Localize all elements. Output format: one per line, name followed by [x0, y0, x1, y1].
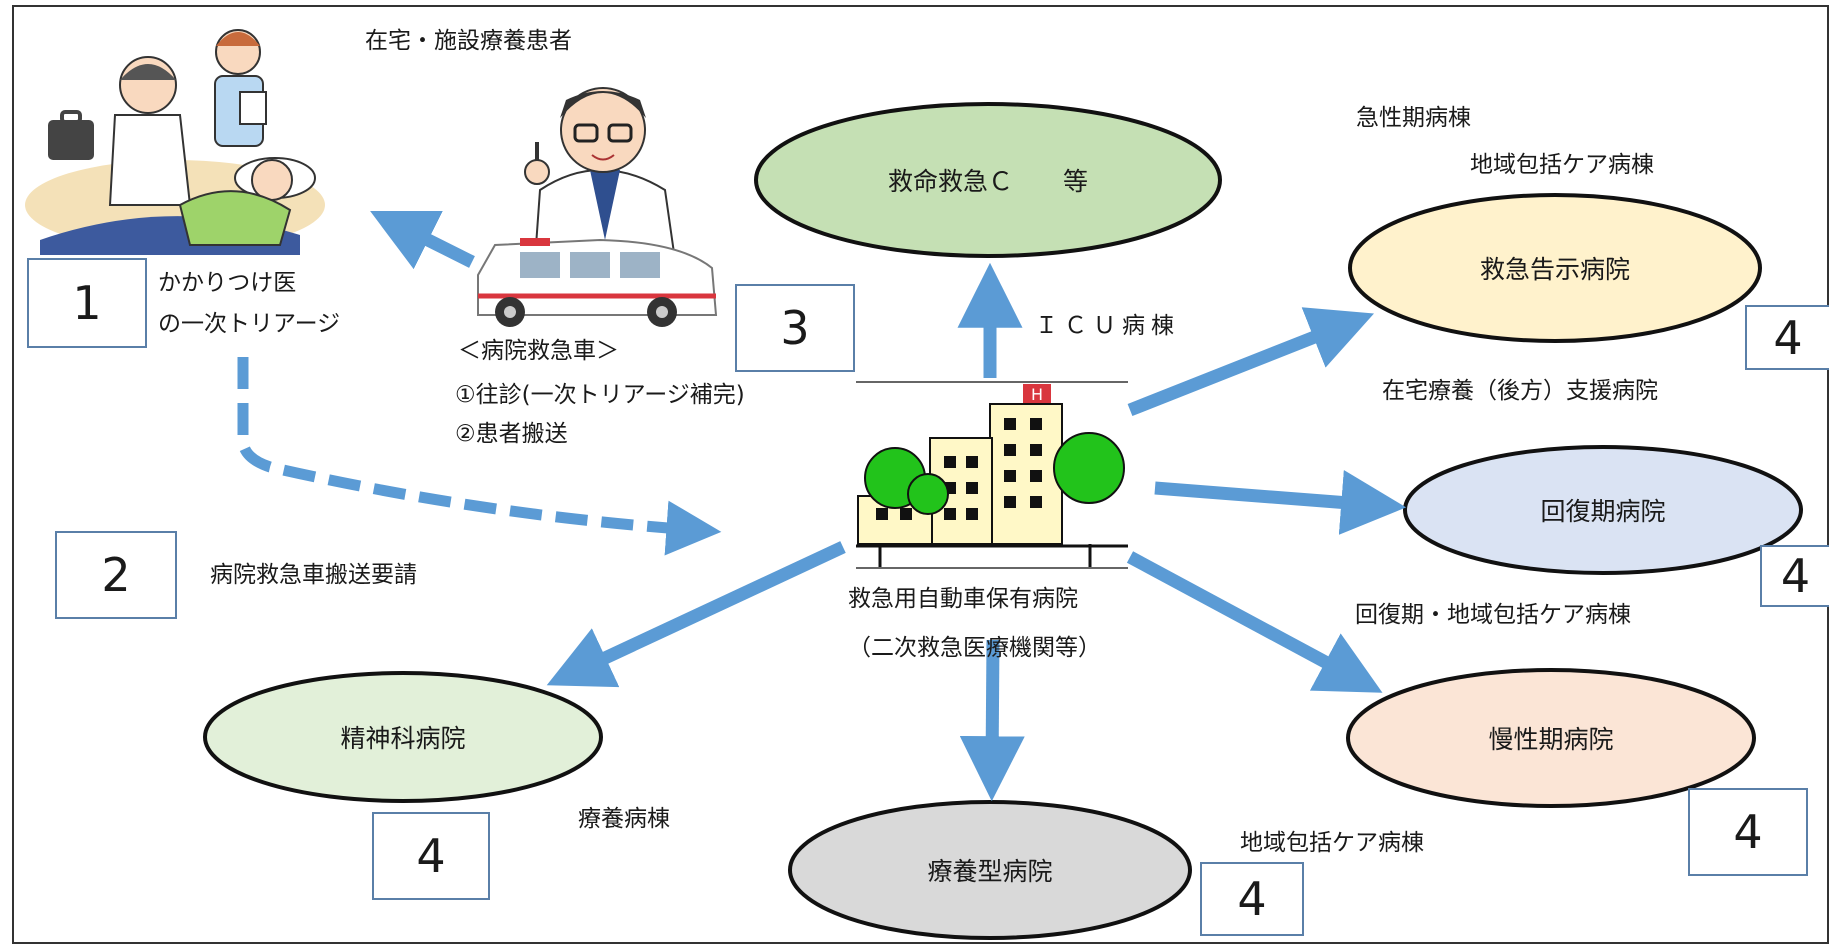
arrow-to-chronic-hospital	[1126, 551, 1383, 693]
hub-label-line1: 救急用自動車保有病院	[848, 586, 1078, 612]
arrow-to-psychiatric-hospital	[546, 541, 846, 688]
chronic-hospital-label: 慢性期病院	[1488, 725, 1614, 754]
care-hospital-label: 療養型病院	[927, 857, 1053, 886]
doctor-home-visit-illustration	[25, 29, 325, 255]
dashed-arrow-request	[237, 357, 722, 556]
step-2-text: 病院救急車搬送要請	[210, 562, 417, 588]
community-care-ward-label-bottom: 地域包括ケア病棟	[1240, 830, 1424, 856]
home-care-support-label: 在宅療養（後方）支援病院	[1382, 378, 1658, 404]
step-4-box-recovery: 4	[1760, 545, 1829, 607]
arrow-to-notified-hospital	[1127, 307, 1375, 417]
chronic-hospital-node	[1346, 668, 1756, 808]
patients-label: 在宅・施設療養患者	[365, 28, 572, 54]
emergency-center-node	[754, 102, 1222, 258]
acute-ward-label: 急性期病棟	[1356, 105, 1471, 131]
arrow-to-recovery-hospital	[1154, 469, 1407, 535]
hospital-building-icon: H	[856, 381, 1128, 569]
ambulance-item-2: ②患者搬送	[455, 421, 568, 447]
hub-label-line2: （二次救急医療機関等）	[848, 635, 1101, 661]
step-1-text-line1: かかりつけ医	[158, 270, 297, 296]
notified-hospital-label: 救急告示病院	[1479, 255, 1631, 284]
step-2-box: 2	[55, 531, 177, 619]
care-hospital-node	[788, 800, 1192, 940]
step-4-box-care: 4	[1200, 862, 1304, 936]
recovery-hospital-label: 回復期病院	[1540, 497, 1666, 526]
psychiatric-hospital-node	[203, 671, 603, 803]
community-care-ward-label-top: 地域包括ケア病棟	[1470, 152, 1654, 178]
ambulance-icon	[477, 238, 718, 327]
step-4-box-psychiatric: 4	[372, 812, 490, 900]
step-4-box-chronic: 4	[1688, 788, 1808, 876]
emergency-center-label: 救命救急Ｃ 等	[887, 167, 1089, 196]
care-ward-label: 療養病棟	[578, 806, 670, 832]
step-3-box: 3	[735, 284, 855, 372]
notified-hospital-node	[1348, 193, 1762, 343]
step-1-box: 1	[27, 258, 147, 348]
ambulance-title: ＜病院救急車＞	[458, 338, 619, 364]
arrow-to-care-hospital	[959, 639, 1025, 802]
step-1-text-line2: の一次トリアージ	[158, 311, 341, 337]
psychiatric-hospital-label: 精神科病院	[340, 724, 466, 753]
step-4-box-notified: 4	[1745, 305, 1829, 370]
diagram-frame	[12, 5, 1829, 944]
doctor-icon	[524, 87, 677, 261]
recovery-ward-label: 回復期・地域包括ケア病棟	[1355, 602, 1631, 628]
arrow-to-family-doctor	[370, 211, 475, 270]
svg-text:H: H	[1031, 385, 1043, 404]
ambulance-item-1: ①往診(一次トリアージ補完)	[455, 382, 745, 408]
icu-ward-label: ＩＣＵ病棟	[1035, 313, 1180, 339]
